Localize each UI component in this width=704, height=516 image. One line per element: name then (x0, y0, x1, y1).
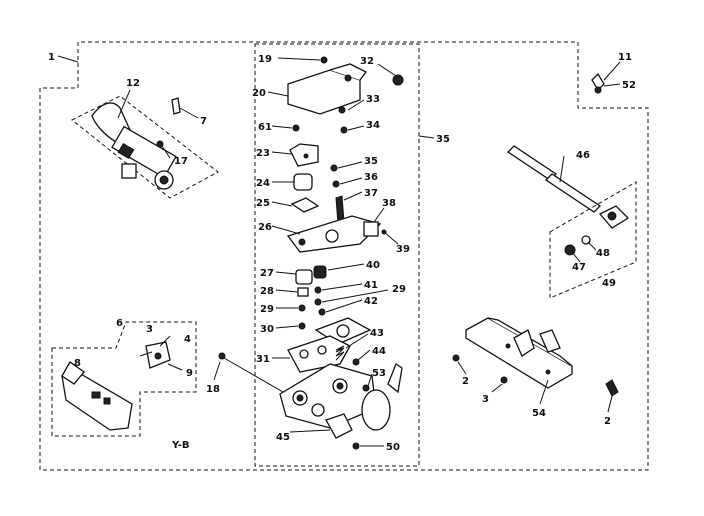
callout-9: 9 (186, 368, 193, 379)
callout-40: 40 (366, 260, 380, 271)
callout-48: 48 (596, 248, 610, 259)
callout-4: 4 (184, 334, 191, 345)
igniter-assembly (71, 89, 219, 199)
callout-29-left: 29 (260, 304, 274, 315)
callout-24: 24 (256, 178, 270, 189)
callout-35-inner: 35 (364, 156, 378, 167)
callout-38: 38 (382, 198, 396, 209)
callout-36: 36 (364, 172, 378, 183)
callout-44: 44 (372, 346, 386, 357)
valve-assembly-outline (254, 43, 435, 467)
callout-43: 43 (370, 328, 384, 339)
thermocouple-bracket-assembly (51, 321, 197, 437)
callout-11: 11 (618, 52, 632, 63)
callout-37: 37 (364, 188, 378, 199)
outer-assembly-outline (39, 41, 649, 471)
part-18-pilot-tube (213, 352, 291, 397)
callout-41: 41 (364, 280, 378, 291)
part-7-clip (171, 97, 199, 119)
callout-45: 45 (276, 432, 290, 443)
callout-6: 6 (116, 318, 123, 329)
callout-46: 46 (576, 150, 590, 161)
callout-17: 17 (174, 156, 188, 167)
callout-3-right: 3 (482, 394, 489, 405)
valve-stack (267, 56, 404, 450)
callout-61: 61 (258, 122, 272, 133)
burner-orifice-assembly (506, 145, 637, 299)
callout-50: 50 (386, 442, 400, 453)
callout-7: 7 (200, 116, 207, 127)
callout-42: 42 (364, 296, 378, 307)
callout-34: 34 (366, 120, 380, 131)
callout-labels: 1 12 7 17 6 3 4 8 9 18 Y-B 19 20 61 23 2… (48, 52, 636, 453)
callout-1: 1 (48, 52, 55, 63)
callout-25: 25 (256, 198, 270, 209)
callout-28: 28 (260, 286, 274, 297)
callout-54: 54 (532, 408, 546, 419)
callout-30: 30 (260, 324, 274, 335)
callout-23: 23 (256, 148, 270, 159)
callout-29-right: 29 (392, 284, 406, 295)
callout-3-left: 3 (146, 324, 153, 335)
callout-32: 32 (360, 56, 374, 67)
callout-49: 49 (602, 278, 616, 289)
callout-18: 18 (206, 384, 220, 395)
callout-27: 27 (260, 268, 274, 279)
callout-35-outer: 35 (436, 134, 450, 145)
figure-mark: Y-B (171, 440, 190, 451)
callout-12: 12 (126, 78, 140, 89)
callout-31: 31 (256, 354, 270, 365)
callout-53: 53 (372, 368, 386, 379)
callout-19: 19 (258, 54, 272, 65)
callout-2-left: 2 (462, 376, 469, 387)
callout-8: 8 (74, 358, 81, 369)
part-11-52-fastener (591, 61, 621, 94)
callout-33: 33 (366, 94, 380, 105)
callout-26: 26 (258, 222, 272, 233)
callout-2-right: 2 (604, 416, 611, 427)
callout-20: 20 (252, 88, 266, 99)
callout-39: 39 (396, 244, 410, 255)
callout-47: 47 (572, 262, 586, 273)
mounting-bracket (452, 317, 619, 413)
callout-52: 52 (622, 80, 636, 91)
